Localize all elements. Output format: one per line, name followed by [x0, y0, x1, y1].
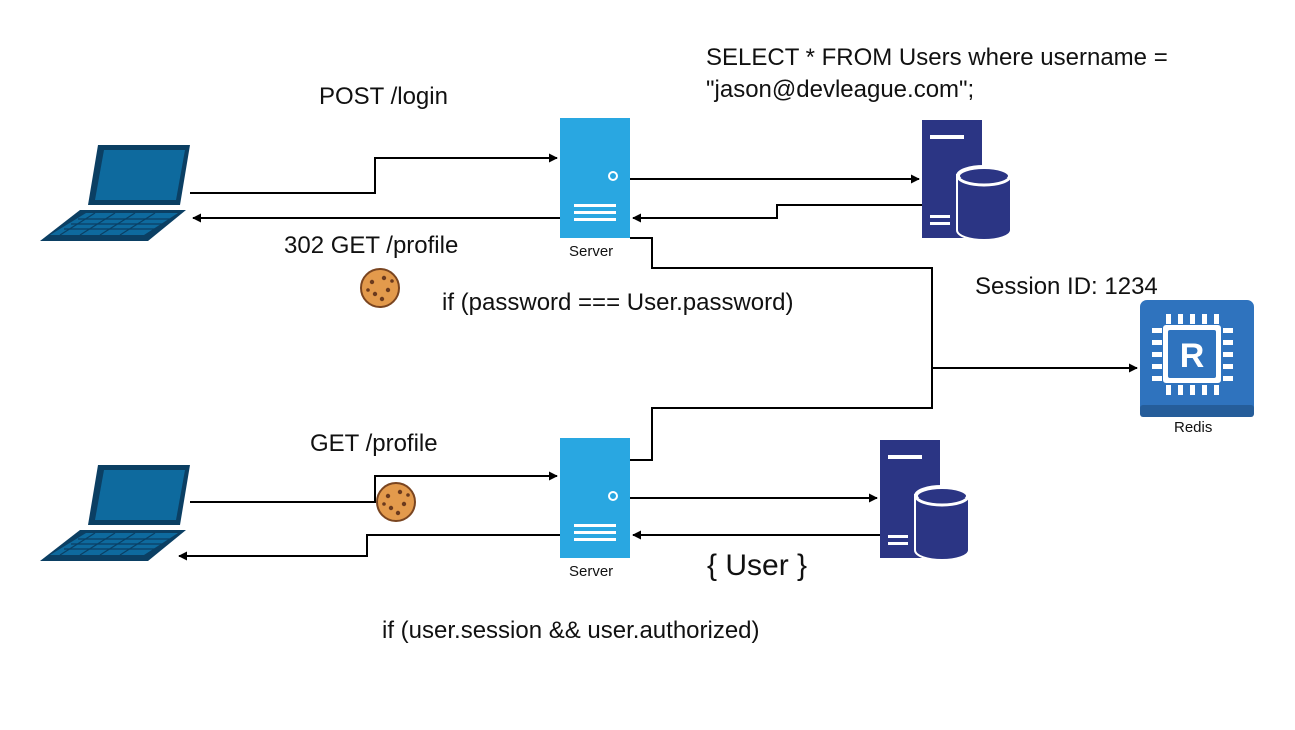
redis-label: Redis [1174, 419, 1213, 436]
get-profile-label: GET /profile [310, 430, 438, 457]
laptop-icon [39, 144, 191, 242]
redirect-label: 302 GET /profile [284, 232, 459, 259]
user-result-label: { User } [707, 549, 808, 582]
get-profile-arrow [190, 471, 558, 503]
database-icon [878, 438, 970, 561]
redis-icon: R [1140, 300, 1254, 417]
cookie-icon [360, 268, 400, 308]
server-label-top: Server [569, 243, 614, 260]
server-icon [559, 437, 631, 559]
sql-query-line1: SELECT * FROM Users where username = [706, 44, 1168, 71]
auth-check-label: if (user.session && user.authorized) [382, 617, 760, 644]
cookie-icon [376, 482, 416, 522]
post-login-label: POST /login [319, 83, 448, 110]
db-result-arrow [632, 204, 922, 223]
response-arrow [178, 534, 560, 561]
laptop-icon [39, 464, 191, 562]
session-id-label: Session ID: 1234 [975, 273, 1158, 300]
redis-letter: R [1180, 337, 1205, 375]
password-check-label: if (password === User.password) [442, 289, 794, 316]
post-login-arrow [190, 153, 558, 194]
server-icon [559, 117, 631, 239]
server-label-bottom: Server [569, 563, 614, 580]
sql-query-line2: "jason@devleague.com"; [706, 76, 975, 103]
database-icon [920, 118, 1012, 241]
server-redis-link [630, 237, 933, 461]
